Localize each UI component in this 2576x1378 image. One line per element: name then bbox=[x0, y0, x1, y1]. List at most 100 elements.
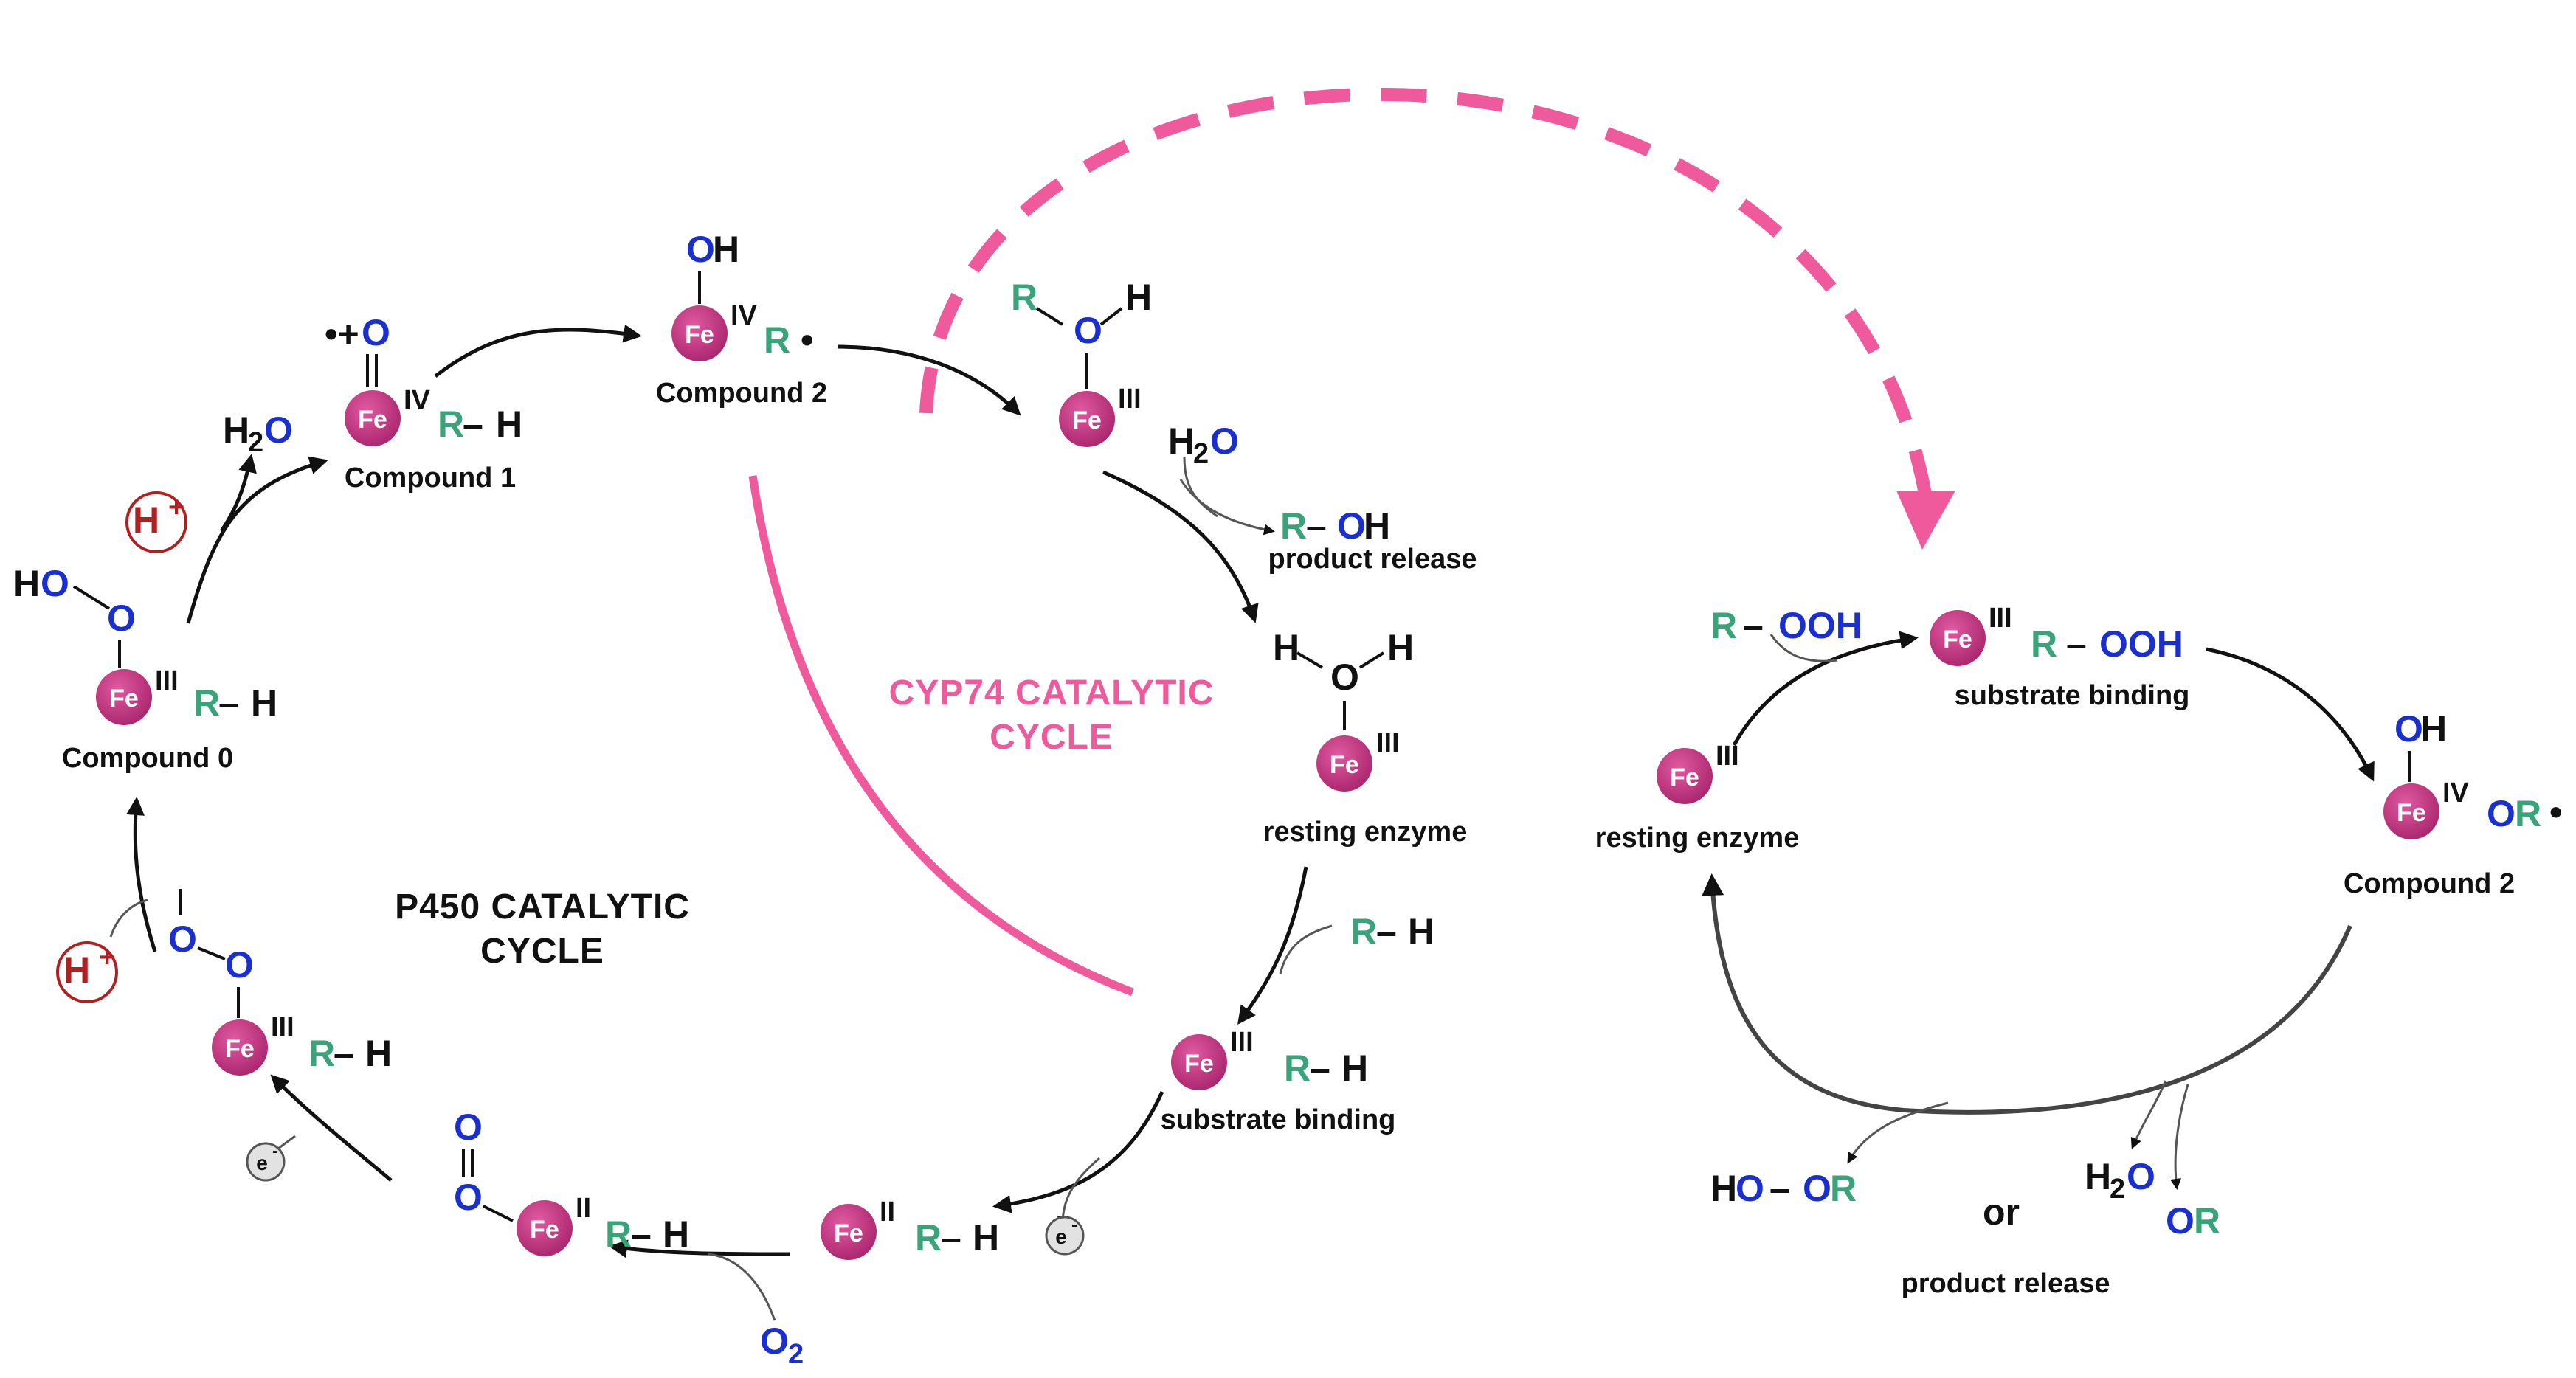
svg-text:R: R bbox=[2515, 793, 2541, 834]
svg-text:H: H bbox=[1168, 420, 1195, 462]
svg-text:e: e bbox=[1055, 1225, 1067, 1248]
svg-text:R: R bbox=[1284, 1048, 1311, 1089]
svg-text:–: – bbox=[2066, 623, 2087, 665]
svg-text:Fe: Fe bbox=[1184, 1050, 1214, 1078]
svg-text:–: – bbox=[1376, 911, 1397, 952]
svg-text:H: H bbox=[496, 404, 522, 445]
arrow-rooh-in bbox=[1769, 634, 1838, 662]
fe-atom bbox=[1657, 748, 1713, 804]
svg-text:IV: IV bbox=[2442, 778, 2470, 809]
ferrous-substrate: Fe II R – H bbox=[821, 1197, 999, 1260]
svg-text:III: III bbox=[155, 665, 179, 696]
svg-text:H: H bbox=[2085, 1156, 2111, 1197]
svg-text:P450 CATALYTIC: P450 CATALYTIC bbox=[395, 887, 690, 927]
arrow-dioxy-to-peroxo bbox=[270, 1074, 393, 1182]
substrate-in-mid: R – H bbox=[1350, 911, 1434, 952]
cyp74-divider-arc bbox=[748, 475, 1134, 997]
arrow-binding-to-c2-right bbox=[2206, 647, 2375, 782]
svg-text:–: – bbox=[218, 682, 239, 724]
svg-text:OOH: OOH bbox=[2099, 623, 2183, 665]
svg-text:O: O bbox=[1337, 505, 1366, 547]
svg-text:O: O bbox=[362, 312, 390, 353]
p450-cycle-title: P450 CATALYTIC CYCLE bbox=[395, 887, 690, 971]
cyp74-shunt-arrowhead bbox=[1896, 491, 1955, 550]
svg-text:H: H bbox=[973, 1217, 999, 1258]
svg-text:–: – bbox=[631, 1213, 652, 1255]
svg-text:IV: IV bbox=[731, 300, 758, 331]
resting-enzyme-mid: H O H Fe III resting enzyme bbox=[1263, 627, 1468, 848]
proton-badge-lower: H + bbox=[56, 941, 118, 1003]
svg-text:O: O bbox=[41, 563, 69, 604]
svg-text:III: III bbox=[1989, 603, 2012, 634]
arrow-peroxo-to-c0 bbox=[126, 797, 157, 952]
svg-text:II: II bbox=[576, 1193, 591, 1224]
svg-text:Compound 1: Compound 1 bbox=[345, 463, 516, 494]
resting-enzyme-right: Fe III resting enzyme bbox=[1595, 741, 1800, 854]
ferric-peroxo: O O Fe III R – H bbox=[168, 889, 392, 1076]
ferrous-dioxygen: O O Fe II R – H bbox=[454, 1107, 689, 1256]
svg-text:•+: •+ bbox=[325, 314, 359, 355]
svg-text:–: – bbox=[1306, 505, 1327, 547]
svg-text:H: H bbox=[223, 409, 249, 451]
arrow-ferrous-to-dioxy bbox=[609, 1239, 790, 1258]
hydroperoxide-in: R – OOH bbox=[1710, 605, 1862, 646]
svg-text:–: – bbox=[463, 404, 483, 445]
svg-text:Fe: Fe bbox=[109, 685, 139, 713]
svg-text:IV: IV bbox=[404, 385, 431, 416]
arrow-product-release-mid bbox=[1102, 470, 1259, 623]
svg-text:H: H bbox=[1364, 505, 1390, 547]
svg-text:O: O bbox=[107, 598, 136, 639]
fe-atom bbox=[2383, 783, 2439, 839]
svg-text:–: – bbox=[1310, 1048, 1330, 1089]
svg-text:R: R bbox=[2031, 623, 2057, 665]
svg-text:H: H bbox=[13, 563, 40, 604]
svg-text:–: – bbox=[1743, 605, 1764, 646]
svg-text:Fe: Fe bbox=[685, 321, 714, 349]
svg-text:H: H bbox=[133, 499, 159, 541]
svg-text:R: R bbox=[1280, 505, 1307, 547]
cyp74-cycle-title: CYP74 CATALYTIC CYCLE bbox=[889, 674, 1214, 757]
svg-text:H: H bbox=[2420, 708, 2447, 749]
svg-text:Compound 2: Compound 2 bbox=[2344, 868, 2515, 899]
svg-text:O: O bbox=[686, 229, 715, 270]
svg-text:O: O bbox=[168, 918, 197, 960]
substrate-binding-right: Fe III R – OOH substrate binding bbox=[1930, 603, 2189, 711]
svg-text:R: R bbox=[1011, 277, 1037, 318]
svg-text:Fe: Fe bbox=[1670, 764, 1699, 792]
fe-atom bbox=[1059, 391, 1115, 447]
arrow-c1-to-c2 bbox=[434, 324, 642, 378]
arrow-h2o-or-out bbox=[2130, 1080, 2167, 1149]
svg-text:H: H bbox=[1387, 627, 1414, 668]
arrow-hooR-out bbox=[1847, 1101, 1949, 1164]
svg-text:H: H bbox=[1408, 911, 1434, 952]
svg-text:III: III bbox=[1118, 384, 1142, 415]
svg-text:resting enzyme: resting enzyme bbox=[1263, 817, 1468, 848]
fe-atom bbox=[671, 305, 728, 361]
svg-text:R: R bbox=[193, 682, 220, 724]
svg-text:O: O bbox=[1330, 657, 1359, 698]
svg-text:R: R bbox=[1710, 605, 1737, 646]
peroxide-product-right: H O – O R bbox=[1710, 1168, 1857, 1209]
svg-text:2: 2 bbox=[248, 427, 263, 458]
svg-text:R: R bbox=[605, 1213, 632, 1255]
svg-text:II: II bbox=[880, 1197, 895, 1228]
water-out-right: H 2 O bbox=[2085, 1156, 2155, 1205]
arrow-c2-to-ferric-roh bbox=[837, 344, 1021, 416]
electron-badge-left: e - bbox=[246, 1141, 286, 1182]
svg-text:O: O bbox=[264, 409, 293, 451]
oxygen-in: O 2 bbox=[760, 1320, 804, 1370]
fe-atom bbox=[1316, 735, 1372, 792]
svg-text:e: e bbox=[256, 1152, 268, 1174]
water-in-mid: H 2 O bbox=[1168, 420, 1239, 469]
svg-text:R: R bbox=[915, 1217, 942, 1258]
arrow-rh-in bbox=[1279, 924, 1333, 974]
svg-text:R: R bbox=[2194, 1200, 2220, 1242]
svg-text:Compound 2: Compound 2 bbox=[656, 378, 827, 409]
svg-text:R: R bbox=[308, 1033, 335, 1074]
fe-atom bbox=[821, 1204, 877, 1260]
svg-text:Fe: Fe bbox=[1330, 751, 1359, 779]
arrow-electron-in-right bbox=[1057, 1157, 1100, 1227]
fe-atom bbox=[1171, 1034, 1227, 1090]
arrow-h2o-branch bbox=[219, 454, 257, 533]
